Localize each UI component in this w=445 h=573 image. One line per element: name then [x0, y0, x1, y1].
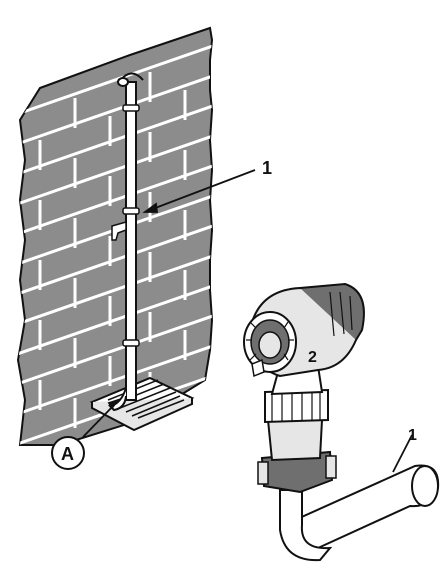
siphon-fitting	[243, 282, 440, 562]
cap-ridges	[246, 321, 294, 361]
label-pipe-fitting: 1	[408, 427, 417, 444]
side-port-ridges	[329, 291, 353, 337]
callout-a-circle	[51, 436, 85, 470]
mortar-lines	[18, 28, 212, 445]
fitting-pipe-elbow	[279, 489, 333, 562]
brick-joints	[38, 72, 187, 428]
nut-ridges	[271, 391, 321, 422]
label-drain-a: A	[61, 444, 74, 464]
fitting-body	[266, 419, 324, 462]
label-pipe-wall: 1	[262, 158, 272, 178]
label-fitting: 2	[308, 349, 317, 366]
pipe-clips	[122, 104, 140, 347]
pipe-top-opening	[117, 77, 129, 87]
side-tap	[251, 358, 265, 378]
wall-bracket	[111, 221, 127, 241]
pipe-end	[411, 465, 439, 507]
